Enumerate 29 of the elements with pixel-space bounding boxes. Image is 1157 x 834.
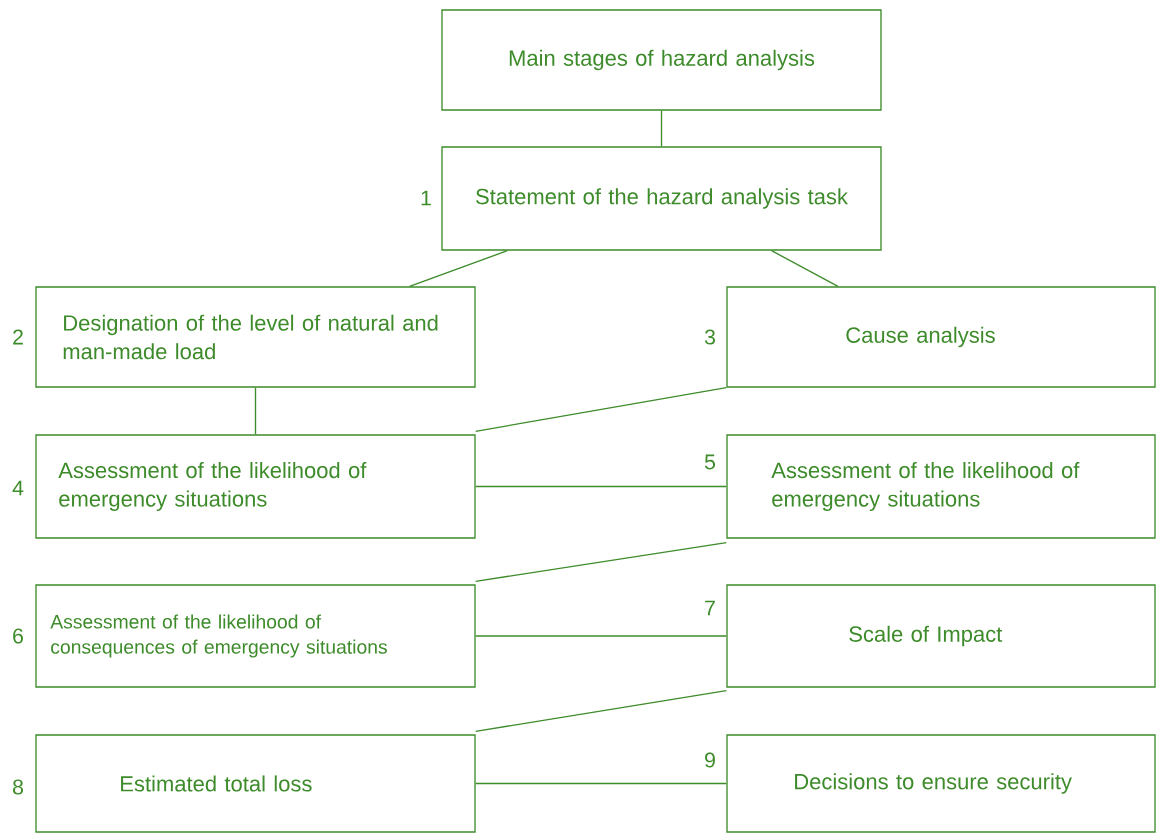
step-number: 9 (705, 752, 715, 768)
step-number: 6 (13, 628, 23, 644)
connector-line (254, 387, 257, 435)
process-box: Assessment of the likelihood of consequences of emergency situations (35, 584, 476, 688)
process-box: Main stages of hazard analysis (441, 9, 882, 111)
connector-line (408, 250, 509, 287)
step-number: 3 (704, 329, 715, 345)
connector-line (770, 250, 839, 287)
connector-line (475, 690, 727, 732)
process-box: Statement of the hazard analysis task (441, 146, 882, 251)
connector-line (475, 542, 727, 582)
step-number: 4 (12, 480, 24, 496)
connector-line (475, 635, 727, 637)
step-number: 7 (705, 600, 715, 616)
process-box: Decisions to ensure security (726, 734, 1156, 833)
process-box: Estimated total loss (35, 734, 476, 833)
step-number: 2 (13, 329, 23, 345)
step-number: 1 (421, 190, 431, 206)
connector-line (475, 782, 727, 785)
connector-line (475, 387, 727, 432)
process-box: Assessment of the likelihood of emergency situations (35, 434, 476, 539)
process-box: Assessment of the likelihood of emergency situations (726, 434, 1156, 539)
step-number: 8 (13, 779, 23, 795)
connector-line (475, 485, 727, 488)
connector-line (660, 110, 663, 147)
process-box: Scale of Impact (726, 584, 1156, 688)
step-number: 5 (704, 454, 716, 470)
process-box: Designation of the level of natural and man-made load (35, 286, 476, 388)
process-box: Cause analysis (726, 286, 1156, 388)
